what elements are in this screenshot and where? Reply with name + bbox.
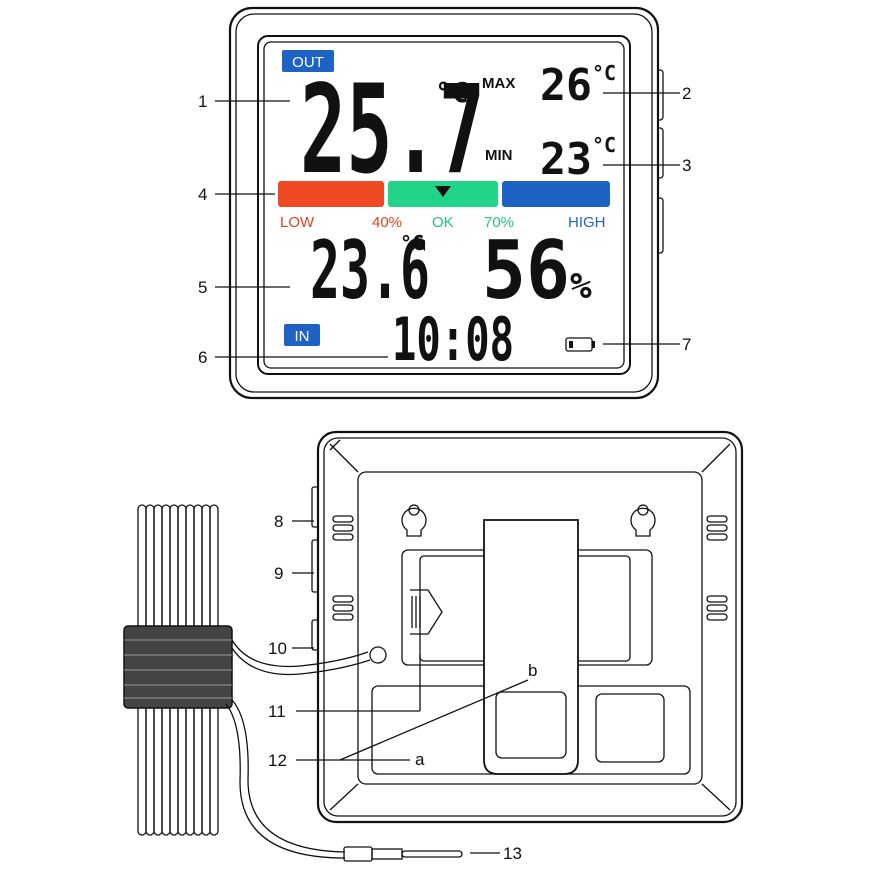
callout-9: 9 [274, 564, 283, 583]
scale-ok-pct: 70% [484, 214, 514, 231]
indoor-temperature: 23.6 [310, 224, 430, 317]
out-label: OUT [292, 54, 324, 71]
scale-ok-label: OK [432, 214, 454, 231]
left-vents [332, 515, 354, 621]
scale-low-pct: 40% [372, 214, 402, 231]
callout-4: 4 [198, 185, 207, 204]
scale-high-label: HIGH [568, 214, 606, 231]
callout-12: 12 [268, 751, 287, 770]
scale-low-segment [278, 181, 384, 207]
callout-11: 11 [268, 702, 286, 721]
callout-10: 10 [268, 639, 287, 658]
callout-7: 7 [682, 335, 691, 354]
out-badge [282, 50, 334, 72]
callout-8: 8 [274, 512, 283, 531]
callout-b: b [528, 661, 537, 680]
min-label: MIN [485, 147, 513, 164]
scale-high-segment [502, 181, 610, 207]
clock-time: 10:08 [392, 305, 514, 375]
front-callouts [215, 92, 680, 358]
stand-clip-window [495, 691, 567, 759]
max-unit: °C [592, 61, 616, 85]
sensor-hole [369, 646, 387, 664]
callout-5: 5 [198, 278, 207, 297]
max-value: 26 [540, 60, 592, 111]
outdoor-unit: °C [435, 76, 469, 109]
cable-tie [123, 625, 233, 709]
callout-3: 3 [682, 156, 691, 175]
front-case-inner [235, 13, 653, 393]
callout-13: 13 [503, 844, 522, 863]
outdoor-temperature: 25.7 [300, 59, 485, 201]
callout-a: a [415, 750, 425, 769]
indoor-unit: °C [400, 231, 424, 255]
right-vents [706, 515, 728, 621]
back-panel [357, 471, 703, 785]
triangle-indicator-icon [435, 186, 451, 197]
arrow-icon [410, 589, 443, 635]
callout-1: 1 [198, 92, 207, 111]
keyhole-icon [630, 504, 656, 537]
probe-cable [123, 504, 371, 859]
front-view: OUT 25.7 °C MAX 26 °C MIN 23 °C LOW 40% … [228, 6, 664, 400]
lcd-screen-inner [263, 41, 625, 369]
min-value: 23 [540, 134, 592, 185]
battery-icon [565, 337, 595, 352]
probe-icon [343, 846, 463, 862]
in-label: IN [295, 328, 310, 345]
back-callouts [292, 520, 529, 854]
humidity-percent: % [570, 266, 592, 307]
callout-6: 6 [198, 348, 207, 367]
in-badge [284, 324, 320, 346]
scale-low-label: LOW [280, 214, 315, 231]
keyhole-icon [401, 504, 427, 537]
back-case-inner [323, 437, 737, 817]
stand-slot-right [595, 693, 665, 763]
max-label: MAX [482, 75, 515, 92]
back-view [311, 430, 744, 824]
min-unit: °C [592, 133, 616, 157]
indoor-humidity: 56 [482, 224, 570, 317]
stand-clip [483, 519, 579, 775]
callout-2: 2 [682, 84, 691, 103]
